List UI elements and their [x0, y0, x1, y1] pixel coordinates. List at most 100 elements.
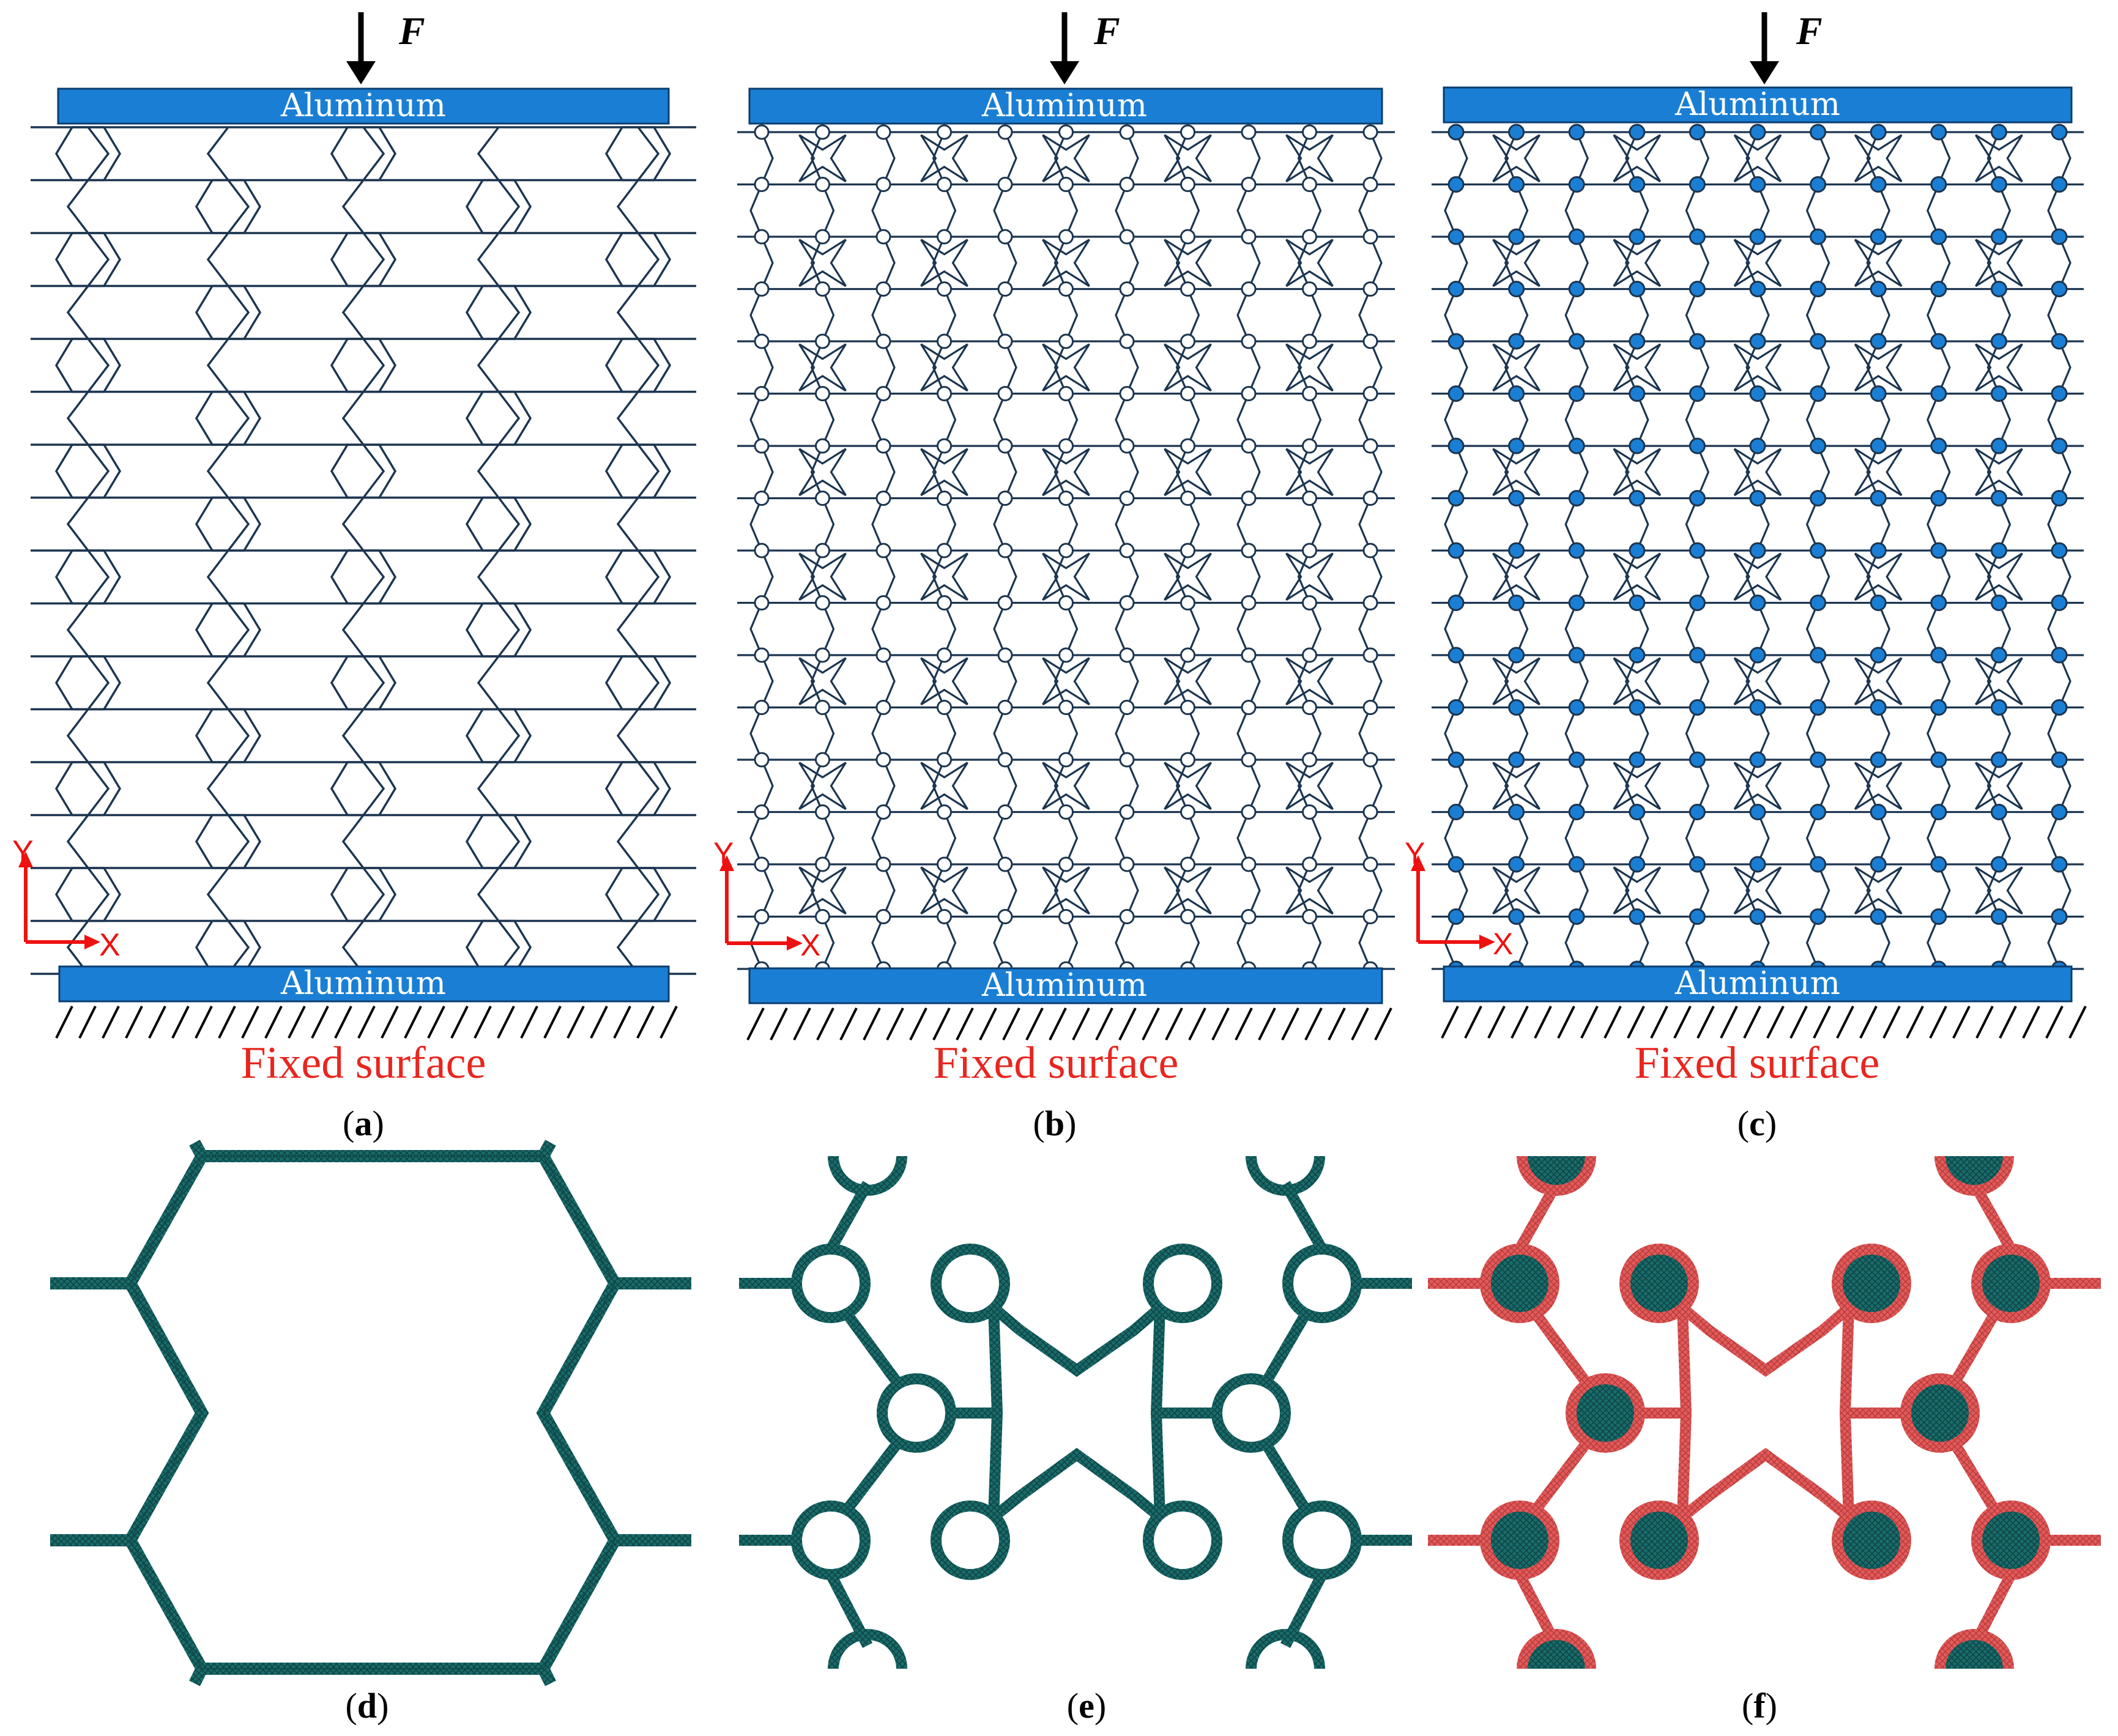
ring-hole	[936, 1249, 1005, 1318]
filled-node	[1870, 333, 1887, 350]
filled-node	[1568, 490, 1585, 506]
hollow-node	[997, 124, 1013, 140]
hollow-node	[1058, 804, 1074, 820]
filled-node	[1930, 699, 1947, 716]
filled-node	[1990, 385, 2007, 402]
hollow-node	[1241, 438, 1257, 454]
panel-e-hollow-cell-mesh: (e)	[739, 1155, 1412, 1726]
filled-node	[1930, 437, 1947, 454]
filled-node	[1870, 124, 1887, 141]
core-inclusion	[1906, 1379, 1974, 1447]
hollow-node	[815, 229, 830, 245]
hatch-lines	[1441, 1006, 2087, 1039]
filled-node	[1870, 542, 1887, 559]
filled-node	[1508, 595, 1525, 611]
ring-hole	[1288, 1249, 1356, 1318]
hollow-node	[875, 647, 891, 663]
filled-node	[1870, 647, 1887, 664]
filled-node	[1749, 385, 1766, 402]
hollow-node	[937, 647, 952, 663]
hollow-node	[1119, 595, 1135, 610]
filled-node	[1749, 281, 1766, 297]
filled-node	[1990, 437, 2007, 454]
hollow-node	[1362, 595, 1378, 610]
hollow-node	[875, 909, 891, 924]
ring-hole	[1148, 1506, 1217, 1575]
filled-node	[1508, 647, 1525, 664]
aluminum-top-label: Aluminum	[1674, 86, 1840, 123]
filled-node	[2051, 856, 2068, 873]
hollow-node	[1241, 700, 1257, 715]
hollow-node	[1241, 124, 1257, 140]
filled-node	[1629, 908, 1646, 925]
filled-node	[1568, 437, 1585, 454]
coating-ring	[1971, 1244, 2051, 1323]
half-ring	[1934, 1629, 2014, 1669]
filled-node	[1508, 176, 1525, 193]
hollow-node	[997, 281, 1013, 297]
aluminum-top-plate: Aluminum	[57, 87, 670, 125]
coating-ring	[1832, 1244, 1911, 1323]
filled-node	[1447, 281, 1465, 297]
core-inclusion	[1977, 1506, 2045, 1575]
hollow-node	[754, 804, 770, 820]
hollow-node	[1362, 281, 1378, 297]
hollow-node	[997, 595, 1013, 610]
filled-node	[1447, 699, 1465, 716]
hollow-node	[1241, 386, 1257, 401]
fixed-surface-label: Fixed surface	[241, 1038, 486, 1088]
filled-node	[1930, 595, 1947, 611]
hollow-node	[1241, 543, 1257, 558]
hollow-node	[1362, 438, 1378, 454]
hollow-node	[937, 752, 952, 768]
filled-node	[1749, 490, 1766, 506]
filled-node	[2051, 490, 2068, 506]
filled-node	[1689, 804, 1706, 820]
xy-axes: Y X	[12, 834, 121, 963]
ring-hole	[797, 1249, 865, 1318]
filled-node	[2051, 595, 2068, 611]
filled-node	[1810, 542, 1827, 559]
hollow-node	[1302, 281, 1317, 297]
hollow-node	[1180, 491, 1195, 506]
hollow-node	[1362, 124, 1378, 140]
filled-node	[1629, 333, 1646, 350]
hollow-node	[815, 333, 830, 349]
filled-node	[1629, 281, 1646, 297]
filled-node	[1508, 124, 1525, 141]
hollow-node	[1241, 229, 1257, 245]
filled-node	[2051, 751, 2068, 768]
filled-node	[1508, 228, 1525, 245]
filled-node	[1870, 437, 1887, 454]
hollow-node	[1362, 491, 1378, 506]
filled-node-lattice	[1432, 124, 2084, 977]
hollow-ring	[791, 1500, 871, 1580]
caption-e: (e)	[1067, 1686, 1106, 1726]
fixed-surface-label: Fixed surface	[1635, 1038, 1880, 1088]
hollow-node	[937, 856, 952, 872]
hollow-node	[1180, 856, 1195, 872]
caption-f: (f)	[1742, 1686, 1777, 1726]
filled-node	[1749, 124, 1766, 141]
hollow-node	[754, 700, 770, 715]
hollow-node	[997, 647, 1013, 663]
aluminum-bottom-plate: Aluminum	[1443, 965, 2073, 1003]
half-ring	[828, 1155, 907, 1196]
core-inclusion	[1571, 1379, 1640, 1447]
hollow-ring	[1143, 1500, 1222, 1580]
aluminum-bottom-label: Aluminum	[1674, 965, 1840, 1002]
filled-node	[1870, 385, 1887, 402]
core-inclusion	[1837, 1249, 1906, 1318]
ring-hole	[1148, 1249, 1217, 1318]
hollow-node	[875, 333, 891, 349]
hollow-node	[1180, 804, 1195, 820]
hollow-node	[937, 333, 952, 349]
panel-b-hollow-lattice: F Aluminum Y X Aluminum Fixed surface (b…	[713, 9, 1395, 1143]
hollow-node	[1180, 909, 1195, 924]
hollow-node	[815, 752, 830, 768]
hollow-node	[1362, 647, 1378, 663]
filled-node	[1990, 751, 2007, 768]
filled-node	[1810, 595, 1827, 611]
filled-node	[1629, 490, 1646, 506]
filled-node	[1930, 333, 1947, 350]
